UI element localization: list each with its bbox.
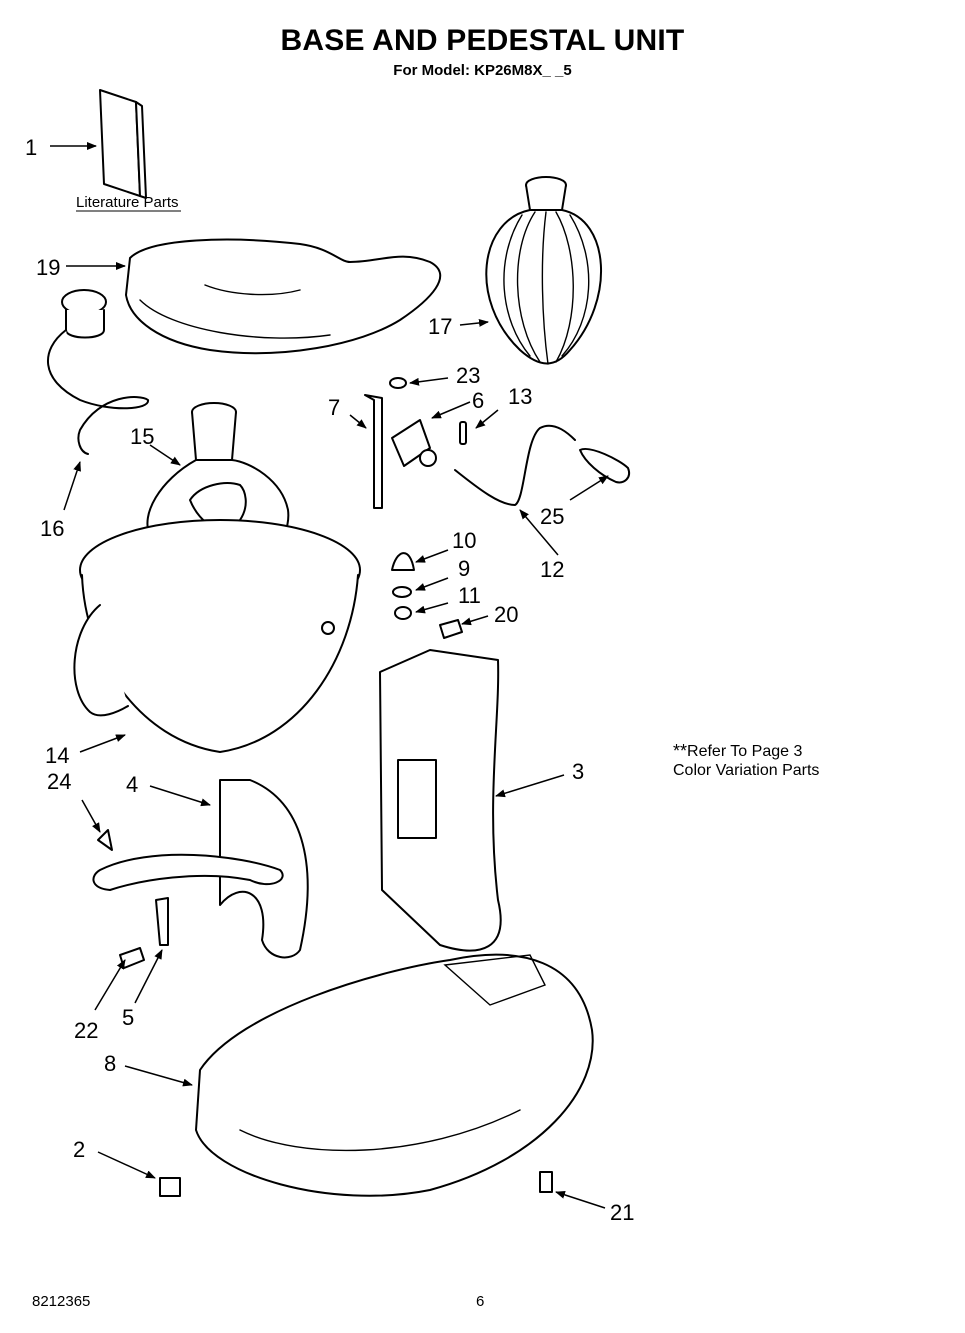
callout-9: 9 [458,556,470,581]
callout-13: 13 [508,384,532,409]
callout-10: 10 [452,528,476,553]
note-line-1: Refer To Page 3 [687,743,803,760]
callout-22: 22 [74,1018,98,1043]
note-line-2: Color Variation Parts [673,762,820,779]
model-subtitle: For Model: KP26M8X_ _5 [393,62,572,79]
callout-8: 8 [104,1051,116,1076]
callout-12: 12 [540,557,564,582]
callout-11: 11 [458,583,481,608]
callout-14: 14 [45,743,69,768]
wire-whip [485,176,603,365]
small-hardware-lower [159,1171,553,1197]
small-hardware-upper [364,377,467,509]
callout-2: 2 [73,1137,85,1162]
note-stars: ** [673,741,688,761]
literature-booklet [99,89,147,199]
pedestal-column [379,649,502,952]
page-title: BASE AND PEDESTAL UNIT [280,24,685,57]
callout-25: 25 [540,504,564,529]
color-variation-note: **Refer To Page 3 Color Variation Parts [673,742,819,780]
callout-23: 23 [456,363,480,388]
callout-20: 20 [494,602,518,627]
callout-21: 21 [610,1200,634,1225]
callout-17: 17 [428,314,452,339]
callout-15: 15 [130,424,154,449]
callout-7: 7 [328,395,340,420]
callout-5: 5 [122,1005,134,1030]
callout-16: 16 [40,516,64,541]
bowl-support [92,779,309,969]
callout-4: 4 [126,772,138,797]
callout-3: 3 [572,759,584,784]
pouring-shield [125,238,442,355]
hose [46,289,149,455]
callout-1: 1 [25,135,37,160]
base [195,953,594,1197]
literature-parts-label: Literature Parts [76,194,179,211]
callout-6: 6 [472,388,484,413]
callout-19: 19 [36,255,60,280]
document-number: 8212365 [32,1293,91,1310]
small-hardware-middle [391,552,463,639]
page-number: 6 [476,1293,485,1310]
callout-24: 24 [47,769,71,794]
bowl-lift-crank [454,424,630,506]
mixing-bowl [73,519,361,753]
